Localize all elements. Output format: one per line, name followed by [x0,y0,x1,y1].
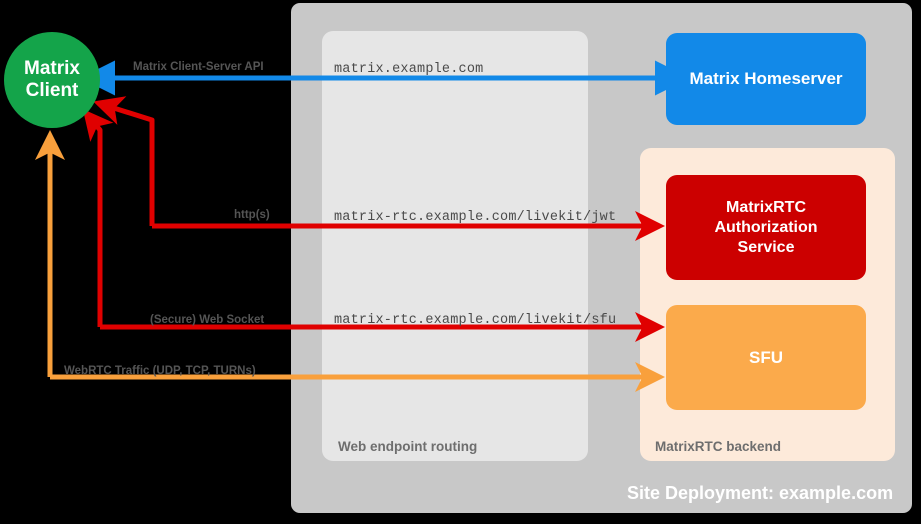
endpoint-livekit-jwt: matrix-rtc.example.com/livekit/jwt [334,210,617,225]
node-matrixrtc-authorization-service[interactable] [666,175,866,280]
zone-web-endpoint-routing [322,31,588,461]
site-deployment-label: Site Deployment: example.com [627,483,894,503]
flow-livekit-sfu-return [82,109,114,327]
node-matrix-homeserver[interactable] [666,33,866,125]
matrix-client-line2: Client [25,79,79,101]
flow-label-http-s: http(s) [234,209,270,221]
node-sfu[interactable] [666,305,866,410]
zone-label-matrixrtc-backend: MatrixRTC backend [655,439,782,454]
matrix-client-label: Matrix Client [2,58,102,102]
flow-label-webrtc-traffic: WebRTC Traffic (UDP, TCP, TURNs) [64,365,256,377]
endpoint-livekit-sfu: matrix-rtc.example.com/livekit/sfu [334,313,617,328]
flow-label-secure-web-socket: (Secure) Web Socket [150,314,265,326]
matrix-client-line1: Matrix [24,58,80,79]
node-matrix-client[interactable] [4,32,100,128]
flow-label-matrix-client-server-api: Matrix Client-Server API [133,61,264,73]
endpoint-matrix-example-com: matrix.example.com [334,62,484,77]
flow-livekit-jwt-return [93,96,155,226]
zone-label-web-endpoint-routing: Web endpoint routing [338,439,478,454]
